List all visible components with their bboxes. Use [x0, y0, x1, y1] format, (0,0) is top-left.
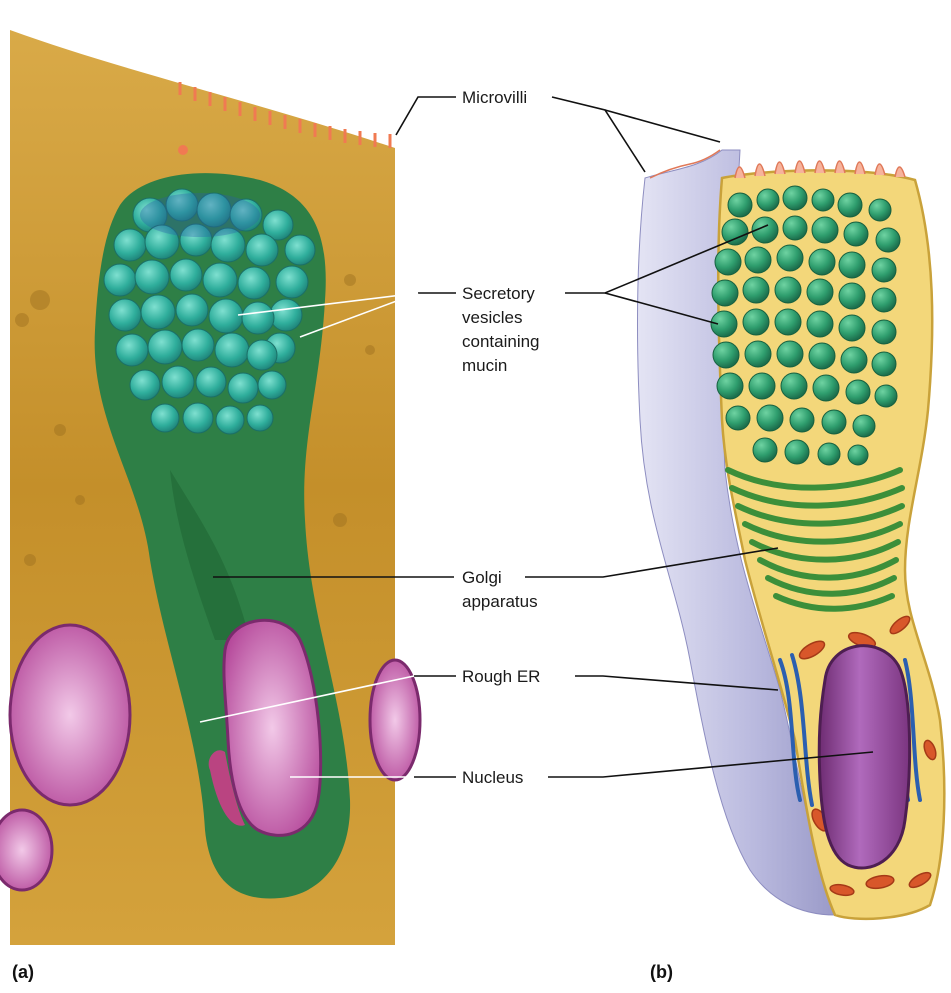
micrograph-panel: [0, 30, 420, 945]
label-rough-er: Rough ER: [462, 667, 540, 686]
micrograph-goblet-nucleus: [224, 620, 321, 835]
label-golgi-2: apparatus: [462, 592, 538, 611]
micrograph-nucleus-right: [370, 660, 420, 780]
label-secretory-vesicles-3: containing: [462, 332, 540, 351]
label-nucleus: Nucleus: [462, 768, 523, 787]
panel-label-b: (b): [650, 962, 673, 982]
micrograph-nucleus-corner: [0, 810, 52, 890]
micrograph-nucleus-left: [10, 625, 130, 805]
label-microvilli: Microvilli: [462, 88, 527, 107]
label-golgi-1: Golgi: [462, 568, 502, 587]
label-secretory-vesicles-1: Secretory: [462, 284, 535, 303]
panel-label-a: (a): [12, 962, 34, 982]
label-secretory-vesicles-2: vesicles: [462, 308, 522, 327]
micrograph-pore: [178, 145, 188, 155]
label-secretory-vesicles-4: mucin: [462, 356, 507, 375]
illustration-nucleus: [819, 646, 909, 868]
illustration-panel: [638, 150, 945, 919]
